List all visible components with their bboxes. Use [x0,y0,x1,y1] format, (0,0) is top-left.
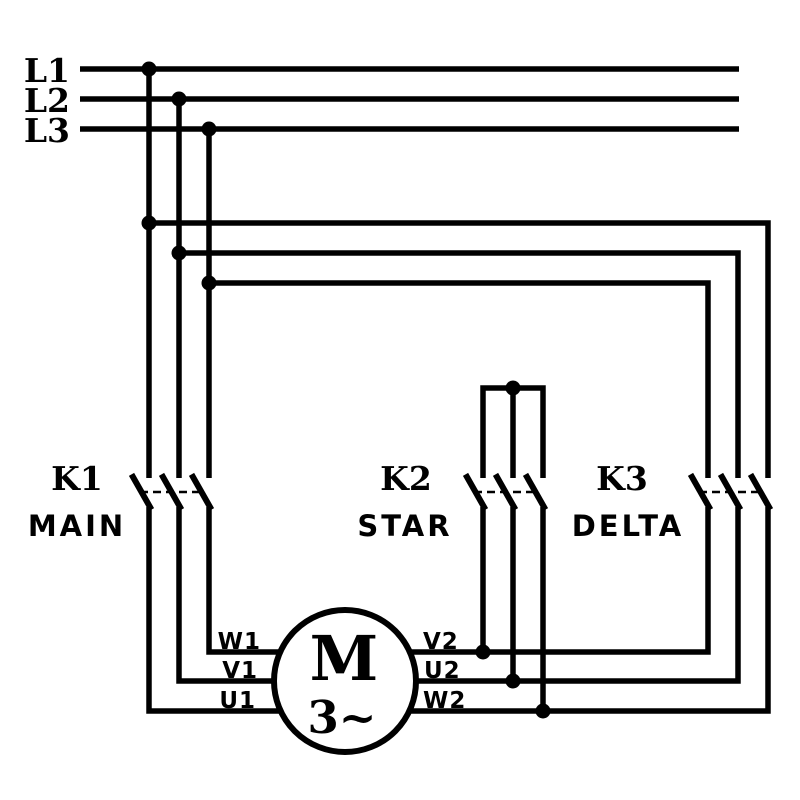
junction-dot-star-bridge [505,380,521,396]
junction-dot-u2 [505,673,521,689]
junction-dot-l3-branch [201,275,217,291]
motor-letter: M [310,622,379,695]
wire-l1-to-k3 [149,220,771,478]
junction-dots [141,61,551,719]
labels: L1 L2 L3 K1 K2 K3 MAIN STAR DELTA W1 V1 … [24,51,685,714]
label-terminal-u1: U1 [219,688,256,714]
wire-k1-to-w1 [206,507,286,655]
motor-phase-marking: 3~ [307,691,376,744]
wire-k3-to-w2 [404,507,771,714]
label-main: MAIN [28,509,126,543]
k3-contact-blade-3 [747,472,774,512]
label-terminal-w2: W2 [423,688,466,714]
junction-dot-l1-tap [141,61,157,77]
junction-dot-l2-tap [171,91,187,107]
label-l2: L2 [24,81,70,120]
k1-contact-blade-3 [188,472,215,512]
label-delta: DELTA [572,509,685,543]
wiring [146,69,771,714]
wire-k1-to-u1 [146,507,286,714]
label-terminal-u2: U2 [424,658,461,684]
label-star: STAR [357,509,452,543]
contactor-k2 [462,472,549,512]
label-k3: K3 [596,459,648,498]
junction-dot-l1-branch [141,215,157,231]
wire-l2-to-k3 [179,250,741,478]
wire-k3-to-v2 [404,507,711,655]
contactor-k3 [687,472,774,512]
junction-dot-w2 [535,703,551,719]
power-bus [80,66,739,132]
contactor-k1 [128,472,215,512]
junction-dot-l3-tap [201,121,217,137]
label-l1: L1 [24,51,70,90]
motor-symbol: M 3~ [271,607,419,755]
wire-l3-to-k3 [209,280,711,478]
motor-circle [271,607,419,755]
junction-dot-l2-branch [171,245,187,261]
junction-dot-v2 [475,644,491,660]
wire-k1-to-v1 [176,507,280,684]
label-l3: L3 [24,111,70,150]
k2-contact-blade-3 [522,472,549,512]
label-terminal-w1: W1 [218,629,261,655]
label-terminal-v2: V2 [423,629,459,655]
label-k2: K2 [380,459,432,498]
label-terminal-v1: V1 [222,658,258,684]
label-k1: K1 [51,459,103,498]
